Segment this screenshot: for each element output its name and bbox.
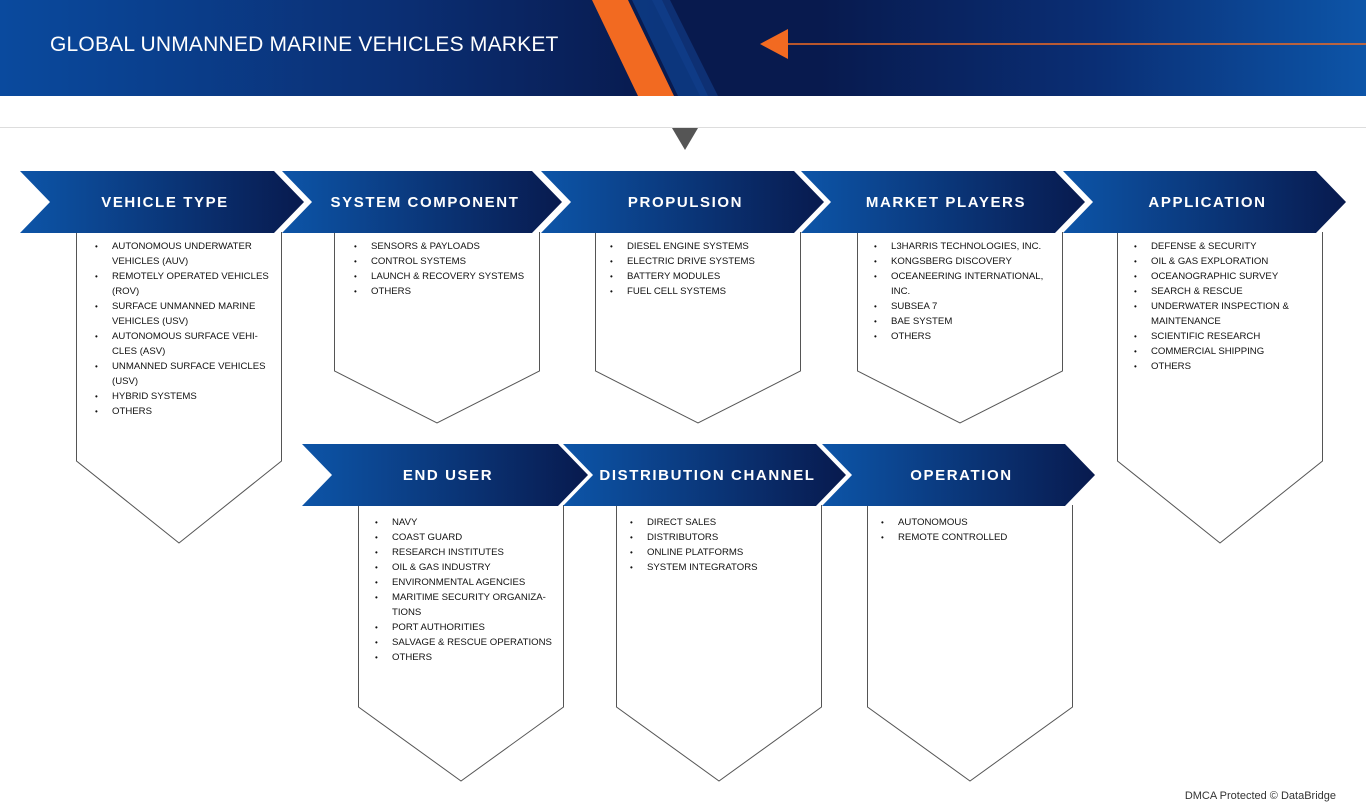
list-item: DIESEL ENGINE SYSTEMS	[610, 239, 790, 254]
segment-list-distribution-channel: DIRECT SALESDISTRIBUTORSONLINE PLATFORMS…	[630, 515, 810, 575]
list-item: SURFACE UNMANNED MARINE VEHICLES (USV)	[95, 299, 275, 329]
segment-title: MARKET PLAYERS	[865, 193, 1027, 211]
segment-title: PROPULSION	[627, 193, 744, 211]
header-decoration	[592, 0, 1366, 96]
list-item: AUTONOMOUS	[881, 515, 1061, 530]
segment-title: DISTRIBUTION CHANNEL	[599, 466, 816, 484]
list-item: DISTRIBUTORS	[630, 530, 810, 545]
list-item: FUEL CELL SYSTEMS	[610, 284, 790, 299]
segment-list-system-component: SENSORS & PAYLOADSCONTROL SYSTEMSLAUNCH …	[354, 239, 534, 299]
segment-list-propulsion: DIESEL ENGINE SYSTEMSELECTRIC DRIVE SYST…	[610, 239, 790, 299]
list-item: BATTERY MODULES	[610, 269, 790, 284]
segment-title: SYSTEM COMPONENT	[330, 193, 520, 211]
segment-list-operation: AUTONOMOUSREMOTE CONTROLLED	[881, 515, 1061, 545]
orange-stripe	[592, 0, 674, 96]
segment-header-distribution-channel: DISTRIBUTION CHANNEL	[563, 444, 846, 506]
list-item: OTHERS	[1134, 359, 1314, 374]
list-item: CONTROL SYSTEMS	[354, 254, 534, 269]
segment-header-operation: OPERATION	[822, 444, 1095, 506]
segment-title: APPLICATION	[1148, 193, 1267, 211]
segment-header-application: APPLICATION	[1063, 171, 1346, 233]
list-item: OTHERS	[375, 650, 555, 665]
chevron-shape	[801, 171, 1085, 233]
list-item: L3HARRIS TECHNOLOGIES, INC.	[874, 239, 1054, 254]
arrow-left-icon	[760, 29, 788, 59]
list-item: UNDERWATER INSPECTION & MAINTENANCE	[1134, 299, 1314, 329]
list-item: AUTONOMOUS UNDERWATER VEHICLES (AUV)	[95, 239, 275, 269]
list-item: REMOTELY OPERATED VEHICLES (ROV)	[95, 269, 275, 299]
chevron-shape	[822, 444, 1095, 506]
list-item: SENSORS & PAYLOADS	[354, 239, 534, 254]
footer-note: DMCA Protected © DataBridge	[1184, 790, 1336, 802]
page-title: GLOBAL UNMANNED MARINE VEHICLES MARKET	[50, 33, 559, 56]
segment-outline	[867, 505, 1073, 782]
list-item: OCEANOGRAPHIC SURVEY	[1134, 269, 1314, 284]
chevron-shape	[541, 171, 824, 233]
list-item: SCIENTIFIC RESEARCH	[1134, 329, 1314, 344]
segment-header-propulsion: PROPULSION	[541, 171, 824, 233]
segment-list-end-user: NAVYCOAST GUARDRESEARCH INSTITUTESOIL & …	[375, 515, 555, 665]
down-triangle-icon	[672, 128, 698, 150]
list-item: SUBSEA 7	[874, 299, 1054, 314]
list-item: SEARCH & RESCUE	[1134, 284, 1314, 299]
list-item: MARITIME SECURITY ORGANIZA-TIONS	[375, 590, 555, 620]
list-item: COAST GUARD	[375, 530, 555, 545]
list-item: SALVAGE & RESCUE OPERATIONS	[375, 635, 555, 650]
list-item: OIL & GAS INDUSTRY	[375, 560, 555, 575]
list-item: REMOTE CONTROLLED	[881, 530, 1061, 545]
list-item: SYSTEM INTEGRATORS	[630, 560, 810, 575]
segment-title: END USER	[402, 466, 494, 484]
segment-header-system-component: SYSTEM COMPONENT	[282, 171, 562, 233]
chevron-shape	[282, 171, 562, 233]
segment-header-vehicle-type: VEHICLE TYPE	[20, 171, 304, 233]
chevron-shape	[302, 444, 588, 506]
list-item: AUTONOMOUS SURFACE VEHI-CLES (ASV)	[95, 329, 275, 359]
segment-list-vehicle-type: AUTONOMOUS UNDERWATER VEHICLES (AUV)REMO…	[95, 239, 275, 419]
list-item: ELECTRIC DRIVE SYSTEMS	[610, 254, 790, 269]
list-item: ENVIRONMENTAL AGENCIES	[375, 575, 555, 590]
list-item: OIL & GAS EXPLORATION	[1134, 254, 1314, 269]
list-item: DEFENSE & SECURITY	[1134, 239, 1314, 254]
list-item: ONLINE PLATFORMS	[630, 545, 810, 560]
segment-list-application: DEFENSE & SECURITYOIL & GAS EXPLORATIONO…	[1134, 239, 1314, 374]
list-item: OTHERS	[95, 404, 275, 419]
header-banner: GLOBAL UNMANNED MARINE VEHICLES MARKET	[0, 0, 1366, 96]
list-item: PORT AUTHORITIES	[375, 620, 555, 635]
list-item: OCEANEERING INTERNATIONAL, INC.	[874, 269, 1054, 299]
list-item: UNMANNED SURFACE VEHICLES (USV)	[95, 359, 275, 389]
list-item: COMMERCIAL SHIPPING	[1134, 344, 1314, 359]
segment-list-market-players: L3HARRIS TECHNOLOGIES, INC.KONGSBERG DIS…	[874, 239, 1054, 344]
list-item: KONGSBERG DISCOVERY	[874, 254, 1054, 269]
divider	[0, 127, 1366, 128]
chevron-shape	[563, 444, 846, 506]
list-item: NAVY	[375, 515, 555, 530]
segment-title: VEHICLE TYPE	[101, 193, 229, 211]
chevron-shape	[1063, 171, 1346, 233]
list-item: BAE SYSTEM	[874, 314, 1054, 329]
list-item: OTHERS	[354, 284, 534, 299]
list-item: OTHERS	[874, 329, 1054, 344]
segment-header-end-user: END USER	[302, 444, 588, 506]
segment-title: OPERATION	[910, 466, 1013, 484]
chevron-shape	[20, 171, 304, 233]
list-item: RESEARCH INSTITUTES	[375, 545, 555, 560]
blue-stripe-2	[652, 0, 718, 96]
list-item: LAUNCH & RECOVERY SYSTEMS	[354, 269, 534, 284]
segment-header-market-players: MARKET PLAYERS	[801, 171, 1085, 233]
list-item: DIRECT SALES	[630, 515, 810, 530]
list-item: HYBRID SYSTEMS	[95, 389, 275, 404]
